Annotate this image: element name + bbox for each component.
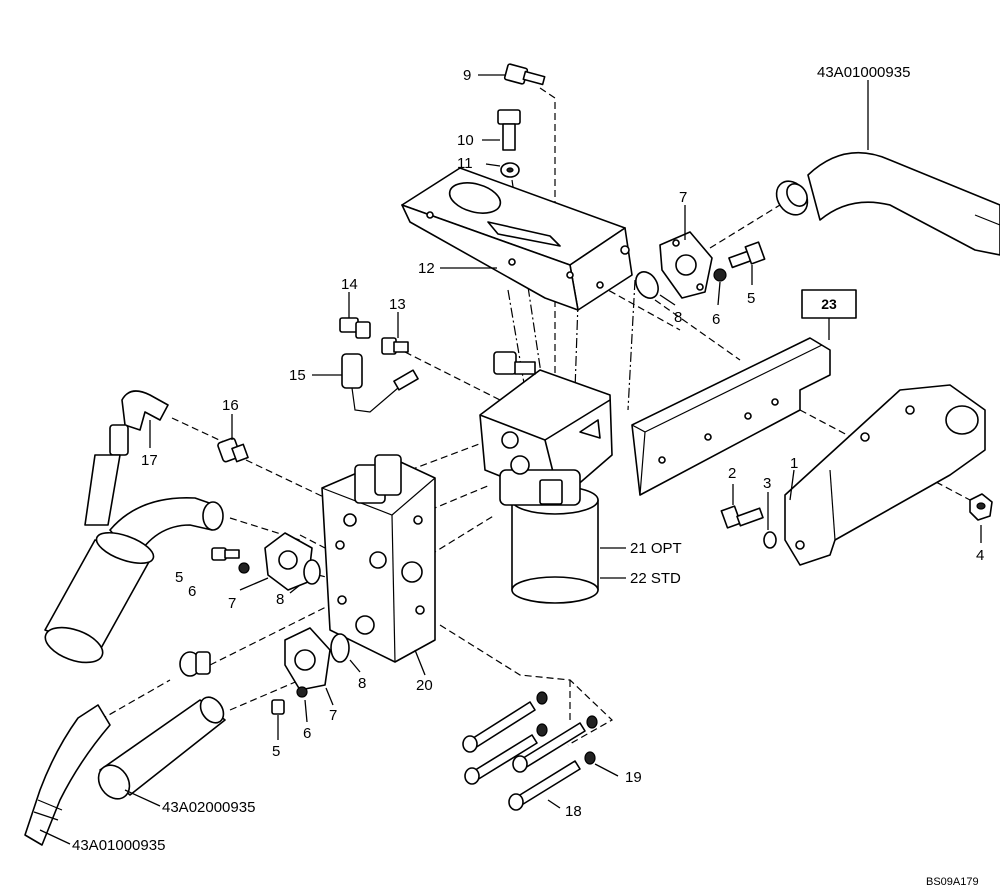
bolt-9 xyxy=(503,63,546,86)
callout-3: 3 xyxy=(763,475,771,492)
callout-4: 4 xyxy=(976,547,984,564)
bolt-2 xyxy=(720,505,764,529)
nut-4 xyxy=(969,493,993,521)
figure-code: BS09A179 xyxy=(926,876,979,888)
filter-element xyxy=(511,485,599,604)
flange-middle xyxy=(211,532,321,591)
hose-upper-right xyxy=(775,152,1000,256)
fitting-14 xyxy=(339,317,371,339)
callout-15: 15 xyxy=(289,367,306,384)
callout-9: 9 xyxy=(463,67,471,84)
callout-8-middle: 8 xyxy=(276,591,284,608)
callout-22: 22 STD xyxy=(630,570,681,587)
fitting-13 xyxy=(381,337,409,355)
callout-23: 23 xyxy=(821,296,837,312)
callout-6-lower: 6 xyxy=(303,725,311,742)
hose-middle-left xyxy=(44,496,224,664)
hose-lower-left-part-number: 43A01000935 xyxy=(72,837,165,854)
callout-6-upper: 6 xyxy=(712,311,720,328)
bolt-set-18 xyxy=(462,701,586,811)
callout-8-upper: 8 xyxy=(674,309,682,326)
hose-part-numbers: 43A01000935 43A02000935 43A01000935 xyxy=(72,64,910,854)
callout-7-lower: 7 xyxy=(329,707,337,724)
fitting-16 xyxy=(217,437,249,463)
filter-head xyxy=(479,351,613,506)
callout-10: 10 xyxy=(457,132,474,149)
callout-12: 12 xyxy=(418,260,435,277)
pressure-switch-15 xyxy=(341,353,419,413)
callout-14: 14 xyxy=(341,276,358,293)
washer-3 xyxy=(763,531,777,549)
callout-5-upper: 5 xyxy=(747,290,755,307)
bolt-10 xyxy=(497,109,521,151)
callout-18: 18 xyxy=(565,803,582,820)
callout-21: 21 OPT xyxy=(630,540,682,557)
manifold-block xyxy=(321,454,436,663)
mounting-plate-1 xyxy=(784,384,986,566)
callout-7-middle: 7 xyxy=(228,595,236,612)
adapter-lower xyxy=(179,651,211,677)
washer-set-19 xyxy=(536,691,598,765)
bracket-upper xyxy=(401,167,633,311)
assembly-lines xyxy=(99,87,971,746)
callout-17: 17 xyxy=(141,452,158,469)
flange-upper xyxy=(635,231,766,299)
callout-2: 2 xyxy=(728,465,736,482)
hose-upper-right-part-number: 43A01000935 xyxy=(817,64,910,81)
hose-lower-middle-part-number: 43A02000935 xyxy=(162,799,255,816)
callout-1: 1 xyxy=(790,455,798,472)
washer-11 xyxy=(500,162,520,178)
callout-6-middle: 6 xyxy=(188,583,196,600)
callout-5-middle: 5 xyxy=(175,569,183,586)
bracket-23 xyxy=(631,337,831,496)
callout-7-upper: 7 xyxy=(679,189,687,206)
callout-5-lower: 5 xyxy=(272,743,280,760)
callout-8-lower: 8 xyxy=(358,675,366,692)
elbow-fitting-17 xyxy=(84,390,169,526)
hose-lower-middle xyxy=(97,696,226,800)
callout-13: 13 xyxy=(389,296,406,313)
flange-lower xyxy=(271,627,350,715)
callout-20: 20 xyxy=(416,677,433,694)
callout-11: 11 xyxy=(457,155,473,172)
callout-19: 19 xyxy=(625,769,642,786)
callout-16: 16 xyxy=(222,397,239,414)
callout-labels: 1 2 3 4 5 5 5 6 6 6 7 7 7 8 8 8 9 10 11 … xyxy=(141,67,984,820)
hose-lower-left xyxy=(24,704,111,846)
callout-box-23 xyxy=(801,289,857,319)
